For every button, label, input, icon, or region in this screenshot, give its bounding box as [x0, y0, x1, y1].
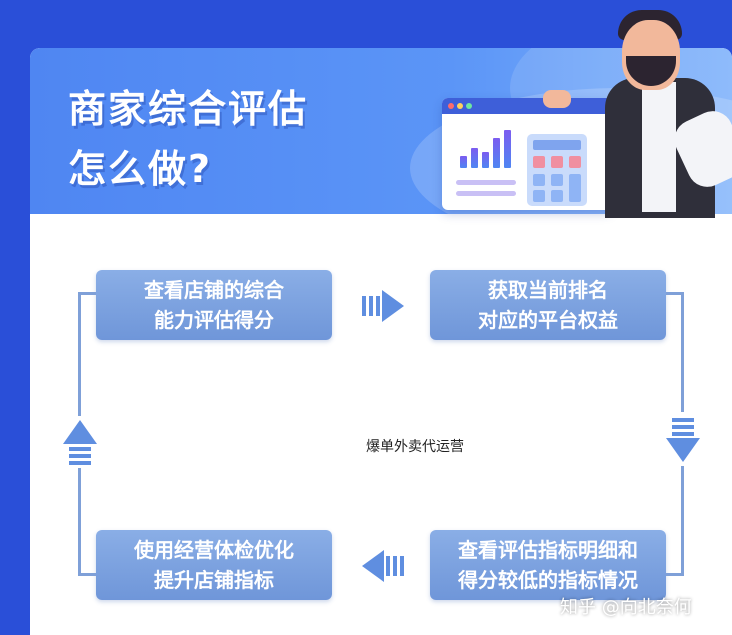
page-title-line1: 商家综合评估 — [68, 87, 309, 131]
connector-line — [681, 292, 684, 412]
watermark: 知乎 @向北奈何 — [560, 597, 692, 618]
connector-line — [666, 292, 684, 295]
arrow-down-icon — [666, 418, 700, 462]
header-banner: 商家综合评估 怎么做? — [30, 48, 732, 248]
hand-illustration — [543, 90, 571, 108]
content-card: 商家综合评估 怎么做? — [30, 48, 732, 635]
arrow-right-icon — [362, 290, 404, 322]
connector-line — [666, 573, 684, 576]
connector-line — [78, 573, 96, 576]
step-3-line2: 得分较低的指标情况 — [458, 568, 638, 592]
step-4-line2: 提升店铺指标 — [154, 568, 274, 592]
connector-line — [78, 292, 81, 416]
step-box-4: 使用经营体检优化 提升店铺指标 — [96, 530, 332, 600]
arrow-up-icon — [63, 420, 97, 465]
connector-line — [78, 468, 81, 576]
step-box-1: 查看店铺的综合 能力评估得分 — [96, 270, 332, 340]
center-label: 爆单外卖代运营 — [366, 439, 464, 455]
calculator-icon — [527, 134, 587, 206]
step-2-line2: 对应的平台权益 — [478, 308, 618, 332]
connector-line — [78, 292, 96, 295]
step-2-line1: 获取当前排名 — [488, 278, 608, 302]
step-box-2: 获取当前排名 对应的平台权益 — [430, 270, 666, 340]
step-box-3: 查看评估指标明细和 得分较低的指标情况 — [430, 530, 666, 600]
step-1-line2: 能力评估得分 — [154, 308, 274, 332]
step-4-line1: 使用经营体检优化 — [134, 538, 294, 562]
page-title-line2: 怎么做? — [68, 147, 213, 191]
arrow-left-icon — [362, 550, 404, 582]
connector-line — [681, 466, 684, 576]
step-3-line1: 查看评估指标明细和 — [458, 538, 638, 562]
bar-chart-icon — [460, 128, 515, 168]
step-1-line1: 查看店铺的综合 — [144, 278, 284, 302]
